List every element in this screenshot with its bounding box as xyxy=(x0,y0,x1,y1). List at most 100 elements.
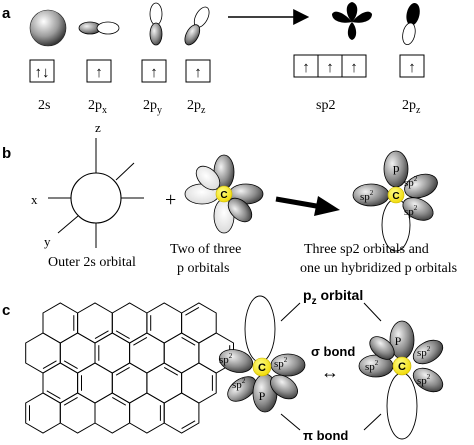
hexagon-ring-7 xyxy=(94,332,131,374)
carbon-atom xyxy=(215,185,233,203)
orbital-2pz-right-shape xyxy=(402,2,420,46)
P-label-c-left: P xyxy=(259,389,266,403)
sp2-label-b-left: sp2 xyxy=(360,189,374,203)
box-2py-arrow: ↑ xyxy=(150,65,158,81)
p-label-b: p xyxy=(393,160,400,175)
orbital-2s-sphere xyxy=(29,9,67,47)
pz-connector-left xyxy=(280,302,301,322)
panel-c-letter: c xyxy=(2,302,10,319)
sigma-bond-label: σ bond xyxy=(311,344,355,359)
label-sp2: sp2 xyxy=(316,98,335,113)
sp2-label-c4: sp2 xyxy=(365,359,379,373)
box-sp2-arrow-1: ↑ xyxy=(302,60,310,76)
hexagon-ring-14 xyxy=(146,362,183,404)
box-2py: ↑ xyxy=(141,59,167,83)
panel-b-letter: b xyxy=(2,145,11,162)
double-bond-line xyxy=(133,336,148,346)
carbon-label-c-right: C xyxy=(398,361,406,373)
box-2px: ↑ xyxy=(86,59,112,83)
axis-y-label: y xyxy=(44,234,51,249)
double-bond-line xyxy=(46,390,61,400)
P-label-c-right: P xyxy=(395,334,402,348)
box-2pz-arrow: ↑ xyxy=(194,65,202,81)
big-arrow xyxy=(275,196,340,216)
sp2-label-c3: sp2 xyxy=(232,377,246,391)
graphene-hexagon-lattice xyxy=(25,302,234,434)
double-bond-line xyxy=(185,306,200,316)
hexagon-ring-5 xyxy=(25,332,61,374)
sp2-label-c5: sp2 xyxy=(417,345,431,359)
hexagon-ring-2 xyxy=(111,302,148,344)
carbon-label-b-right: C xyxy=(392,191,399,202)
caption-three-sp2-1: Three sp2 orbitals and xyxy=(304,242,429,257)
pi-connector-right xyxy=(363,413,382,431)
axis-z-label: z xyxy=(95,120,101,135)
panel-b: b z x y + C xyxy=(2,120,457,276)
double-bond-line xyxy=(163,366,179,376)
sp2-trefoil-shape xyxy=(332,2,372,40)
box-2pz-right: ↑ xyxy=(399,54,425,78)
box-2pz: ↑ xyxy=(185,59,211,83)
sp2-carbon-left xyxy=(218,295,306,413)
sp2-label-b-lowright: sp2 xyxy=(404,204,418,218)
double-bond-line xyxy=(42,360,57,370)
hexagon-ring-15 xyxy=(181,362,217,404)
box-2s-arrows: ↑↓ xyxy=(35,65,50,81)
hexagon-ring-3 xyxy=(146,302,183,344)
hexagon-ring-20 xyxy=(163,392,200,434)
caption-two-of-three-2: p orbitals xyxy=(177,261,230,276)
label-2py: 2py xyxy=(143,98,162,116)
hexagon-ring-11 xyxy=(42,362,79,404)
box-2px-arrow: ↑ xyxy=(95,65,103,81)
plus-sign: + xyxy=(165,189,176,211)
sp2-label-c2: sp2 xyxy=(274,356,288,370)
panel-c: c pz orbital C sp2 sp2 sp2 P xyxy=(2,287,444,443)
carbon-label-b: C xyxy=(220,190,227,201)
hexagon-ring-9 xyxy=(163,332,200,374)
label-2s: 2s xyxy=(38,98,50,113)
hexagon-ring-17 xyxy=(59,392,96,434)
caption-two-of-three-1: Two of three xyxy=(170,242,241,257)
label-2px: 2px xyxy=(88,98,107,116)
double-bond-line xyxy=(63,360,78,370)
two-p-orbitals-shape xyxy=(184,154,264,234)
orbital-2py-shape xyxy=(149,2,163,46)
panel-a-letter: a xyxy=(2,5,11,22)
pz-orbital-title: pz orbital xyxy=(303,287,363,307)
double-bond-line xyxy=(115,330,130,340)
hexagon-ring-18 xyxy=(94,392,131,434)
caption-outer-2s: Outer 2s orbital xyxy=(48,255,136,270)
orbital-2px-shape xyxy=(78,21,120,35)
axis-x-label: x xyxy=(31,192,38,207)
double-bond-line xyxy=(181,336,196,346)
carbon-label-c-left: C xyxy=(258,362,266,374)
sp2-label-b-upright: sp2 xyxy=(404,175,418,189)
double-bond-line xyxy=(94,330,109,340)
hexagon-ring-12 xyxy=(77,362,113,404)
label-2pz-right: 2pz xyxy=(402,98,421,116)
double-bond-line xyxy=(115,366,130,376)
hexagon-ring-6 xyxy=(59,332,96,374)
double-bond-line xyxy=(63,396,78,406)
sp2-carbon-right xyxy=(358,320,444,440)
sp2-hybrid-flower xyxy=(352,150,438,252)
pi-bond-label: π bond xyxy=(303,428,348,443)
hexagon-ring-0 xyxy=(42,302,79,344)
double-bond-line xyxy=(112,396,127,406)
double-bond-line xyxy=(181,420,196,430)
box-sp2-arrow-2: ↑ xyxy=(326,60,334,76)
sigma-double-arrow: ↔ xyxy=(321,362,339,382)
pi-connector-left xyxy=(280,413,301,431)
outer-2s-orbital-shape xyxy=(48,138,144,248)
hexagon-ring-1 xyxy=(77,302,113,344)
hexagon-ring-19 xyxy=(129,392,165,434)
orbital-2pz-shape xyxy=(184,6,210,46)
sp2-label-c1: sp2 xyxy=(219,352,233,366)
box-sp2-group: ↑ ↑ ↑ xyxy=(293,54,367,78)
hexagon-ring-16 xyxy=(25,392,61,434)
box-2pz-right-arrow: ↑ xyxy=(408,60,416,76)
caption-three-sp2-2: one un hybridized p orbitals xyxy=(300,261,457,276)
panel-a: a xyxy=(2,2,425,116)
hexagon-ring-13 xyxy=(111,362,148,404)
